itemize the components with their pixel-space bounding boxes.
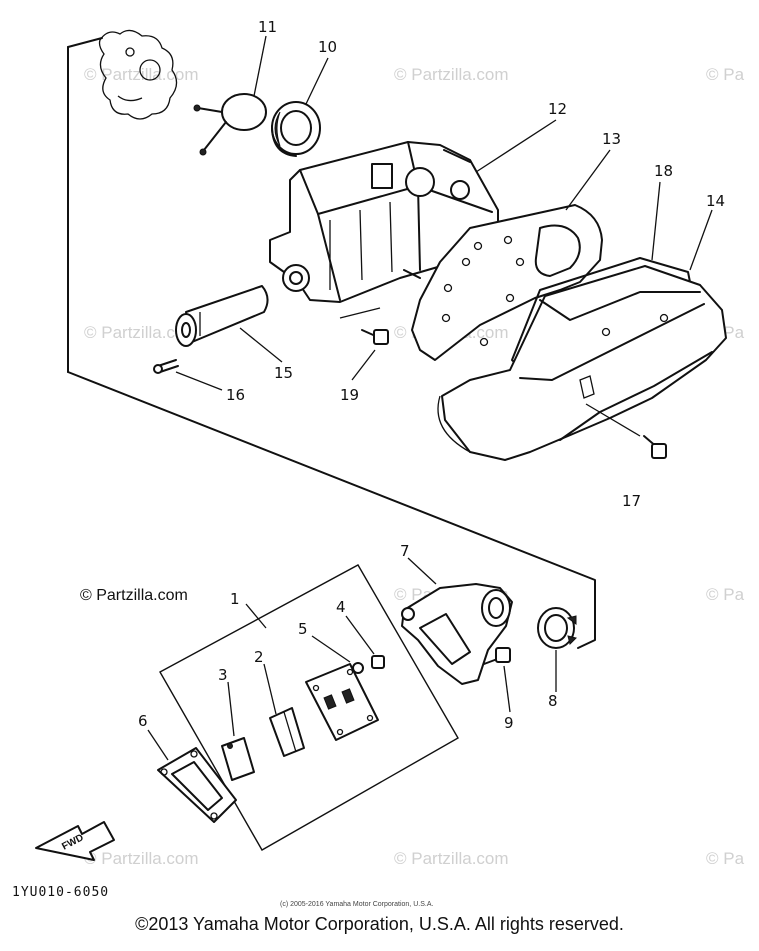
part-label: 8 (548, 692, 558, 710)
copyright-footer: ©2013 Yamaha Motor Corporation, U.S.A. A… (135, 914, 624, 934)
part-16-screw (153, 359, 179, 374)
watermark: © Partzilla.com (394, 849, 509, 868)
part-19-screw (339, 307, 389, 345)
watermark: © Pa (706, 849, 745, 868)
part-label: 2 (254, 648, 264, 666)
part-4-reed-plate (305, 663, 379, 741)
part-14-cover (437, 265, 727, 461)
forward-arrow-icon: FWD (35, 821, 115, 861)
part-label: 18 (654, 162, 673, 180)
part-label: 15 (274, 364, 293, 382)
part-label: 10 (318, 38, 337, 56)
assembly-outline (67, 37, 596, 649)
part-9-screw (483, 647, 511, 713)
part-label: 5 (298, 620, 308, 638)
part-label: 11 (258, 18, 277, 36)
part-17-screw (643, 435, 667, 459)
part-11-clip (193, 93, 267, 156)
watermark: © Pa (706, 585, 745, 604)
part-3-stopper (221, 681, 255, 781)
engine-fragment (98, 29, 178, 120)
part-label: 4 (336, 598, 346, 616)
part-8-clamp (537, 607, 577, 692)
part-label: 1 (230, 590, 240, 608)
part-label: 19 (340, 386, 359, 404)
part-15-tube (175, 285, 269, 347)
part-label: 13 (602, 130, 621, 148)
watermark: © Partzilla.com (84, 323, 199, 342)
part-label: 9 (504, 714, 514, 732)
part-label: 17 (622, 492, 641, 510)
leader-lines-top (175, 35, 713, 437)
part-labels: 11 10 12 13 18 14 15 16 19 17 7 1 4 5 2 … (138, 18, 725, 732)
watermark-dark: © Partzilla.com (80, 587, 188, 604)
part-label: 7 (400, 542, 410, 560)
watermark: © Pa (706, 65, 745, 84)
part-10-seal (271, 101, 321, 157)
part-label: 6 (138, 712, 148, 730)
part-2-reed (263, 663, 305, 757)
part-4-screw (345, 615, 385, 669)
small-copyright: (c) 2005-2016 Yamaha Motor Corporation, … (280, 901, 433, 908)
part-label: 12 (548, 100, 567, 118)
part-label: 3 (218, 666, 228, 684)
part-6-gasket (147, 729, 237, 823)
part-7-manifold (401, 557, 513, 685)
watermark: © Partzilla.com (84, 849, 199, 868)
watermark: © Partzilla.com (394, 65, 509, 84)
part-13-element (411, 204, 603, 361)
diagram-code: 1YU010-6050 (12, 885, 109, 900)
part-label: 16 (226, 386, 245, 404)
part-5-washer (311, 635, 364, 674)
part-label: 14 (706, 192, 725, 210)
